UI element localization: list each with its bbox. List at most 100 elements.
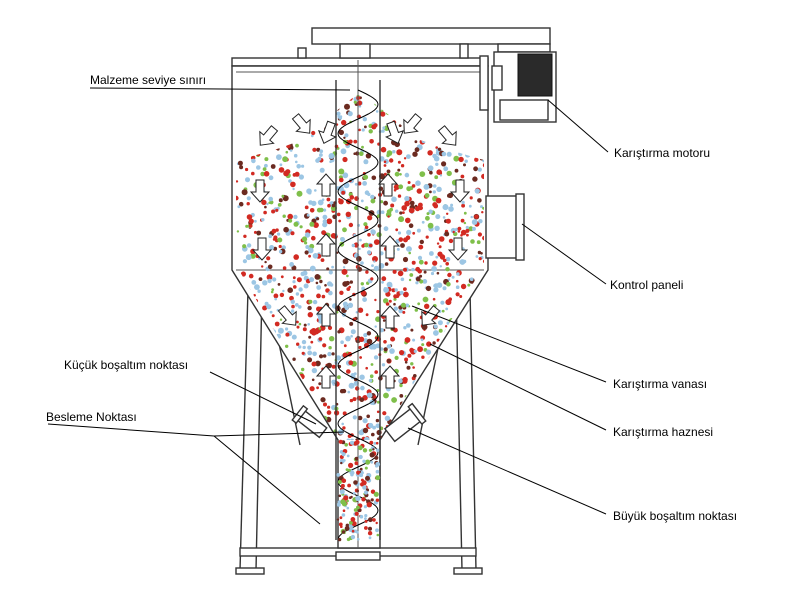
material-particle <box>362 297 367 302</box>
material-particle <box>455 292 460 297</box>
material-particle <box>409 273 414 277</box>
material-particle <box>364 206 369 210</box>
material-particle <box>341 513 346 517</box>
material-particle <box>254 352 259 357</box>
material-particle <box>395 209 399 213</box>
material-particle <box>303 399 307 403</box>
material-particle <box>459 330 465 336</box>
material-particle <box>307 345 312 350</box>
material-particle <box>457 226 462 231</box>
material-particle <box>369 440 374 445</box>
material-particle <box>349 520 353 525</box>
material-particle <box>248 403 253 407</box>
material-particle <box>399 211 403 215</box>
material-particle <box>337 537 342 542</box>
material-particle <box>463 318 469 324</box>
material-particle <box>319 354 324 359</box>
material-particle <box>298 322 302 326</box>
material-particle <box>236 380 243 386</box>
material-particle <box>295 441 298 444</box>
material-particle <box>344 133 349 138</box>
material-particle <box>366 250 372 255</box>
material-particle <box>245 396 251 402</box>
material-particle <box>482 206 484 210</box>
material-particle <box>359 151 364 156</box>
material-particle <box>446 151 452 157</box>
material-particle <box>453 345 457 349</box>
material-particle <box>328 153 335 159</box>
material-particle <box>236 195 239 201</box>
material-particle <box>312 299 318 305</box>
material-particle <box>363 159 369 165</box>
material-particle <box>327 405 331 409</box>
material-particle <box>444 435 448 438</box>
material-particle <box>433 413 437 417</box>
material-particle <box>339 177 344 183</box>
material-particle <box>316 293 321 299</box>
material-particle <box>309 406 316 412</box>
material-particle <box>346 274 349 278</box>
flow-arrow <box>315 173 337 197</box>
material-particle <box>358 445 363 451</box>
material-particle <box>238 345 245 352</box>
material-particle <box>451 328 456 333</box>
material-particle <box>293 214 298 220</box>
material-particle <box>246 196 251 201</box>
material-particle <box>293 254 300 260</box>
material-particle <box>446 170 452 177</box>
material-particle <box>466 406 472 411</box>
material-particle <box>463 338 469 344</box>
material-particle <box>380 210 385 214</box>
material-particle <box>376 400 380 404</box>
material-particle <box>393 297 397 301</box>
material-particle <box>266 274 273 281</box>
material-particle <box>270 164 276 169</box>
material-particle <box>276 154 282 161</box>
material-particle <box>376 533 380 537</box>
material-particle <box>278 167 285 173</box>
material-particle <box>349 496 352 500</box>
material-particle <box>412 231 416 235</box>
material-particle <box>291 304 295 309</box>
material-particle <box>302 428 305 431</box>
material-particle <box>236 230 240 233</box>
material-particle <box>426 212 430 216</box>
material-particle <box>400 277 405 282</box>
material-particle <box>397 194 402 198</box>
material-particle <box>440 419 444 422</box>
material-particle <box>277 203 282 207</box>
material-particle <box>364 466 368 470</box>
material-particle <box>245 369 251 375</box>
material-particle <box>305 245 310 249</box>
material-particle <box>336 502 341 507</box>
material-particle <box>295 160 298 164</box>
flow-arrow <box>449 179 471 203</box>
material-particle <box>465 225 469 230</box>
material-particle <box>416 188 422 194</box>
material-particle <box>341 388 347 394</box>
material-particle <box>375 469 380 474</box>
material-particle <box>251 441 256 446</box>
material-particle <box>246 243 252 248</box>
material-particle <box>458 326 465 333</box>
material-particle <box>383 298 389 304</box>
material-particle <box>466 233 469 237</box>
material-particle <box>261 265 264 268</box>
material-particle <box>432 297 436 301</box>
material-particle <box>355 438 361 440</box>
material-particle <box>473 323 479 329</box>
material-particle <box>468 396 475 402</box>
material-particle <box>409 347 414 353</box>
material-particle <box>238 435 243 440</box>
material-particle <box>316 217 320 221</box>
material-particle <box>426 341 432 347</box>
material-particle <box>442 216 446 219</box>
material-particle <box>364 125 367 129</box>
material-particle <box>361 497 366 502</box>
material-particle <box>462 437 467 440</box>
material-particle <box>345 211 351 217</box>
material-particle <box>344 103 350 110</box>
material-particle <box>362 448 368 453</box>
material-particle <box>280 394 284 398</box>
material-particle <box>354 456 359 461</box>
